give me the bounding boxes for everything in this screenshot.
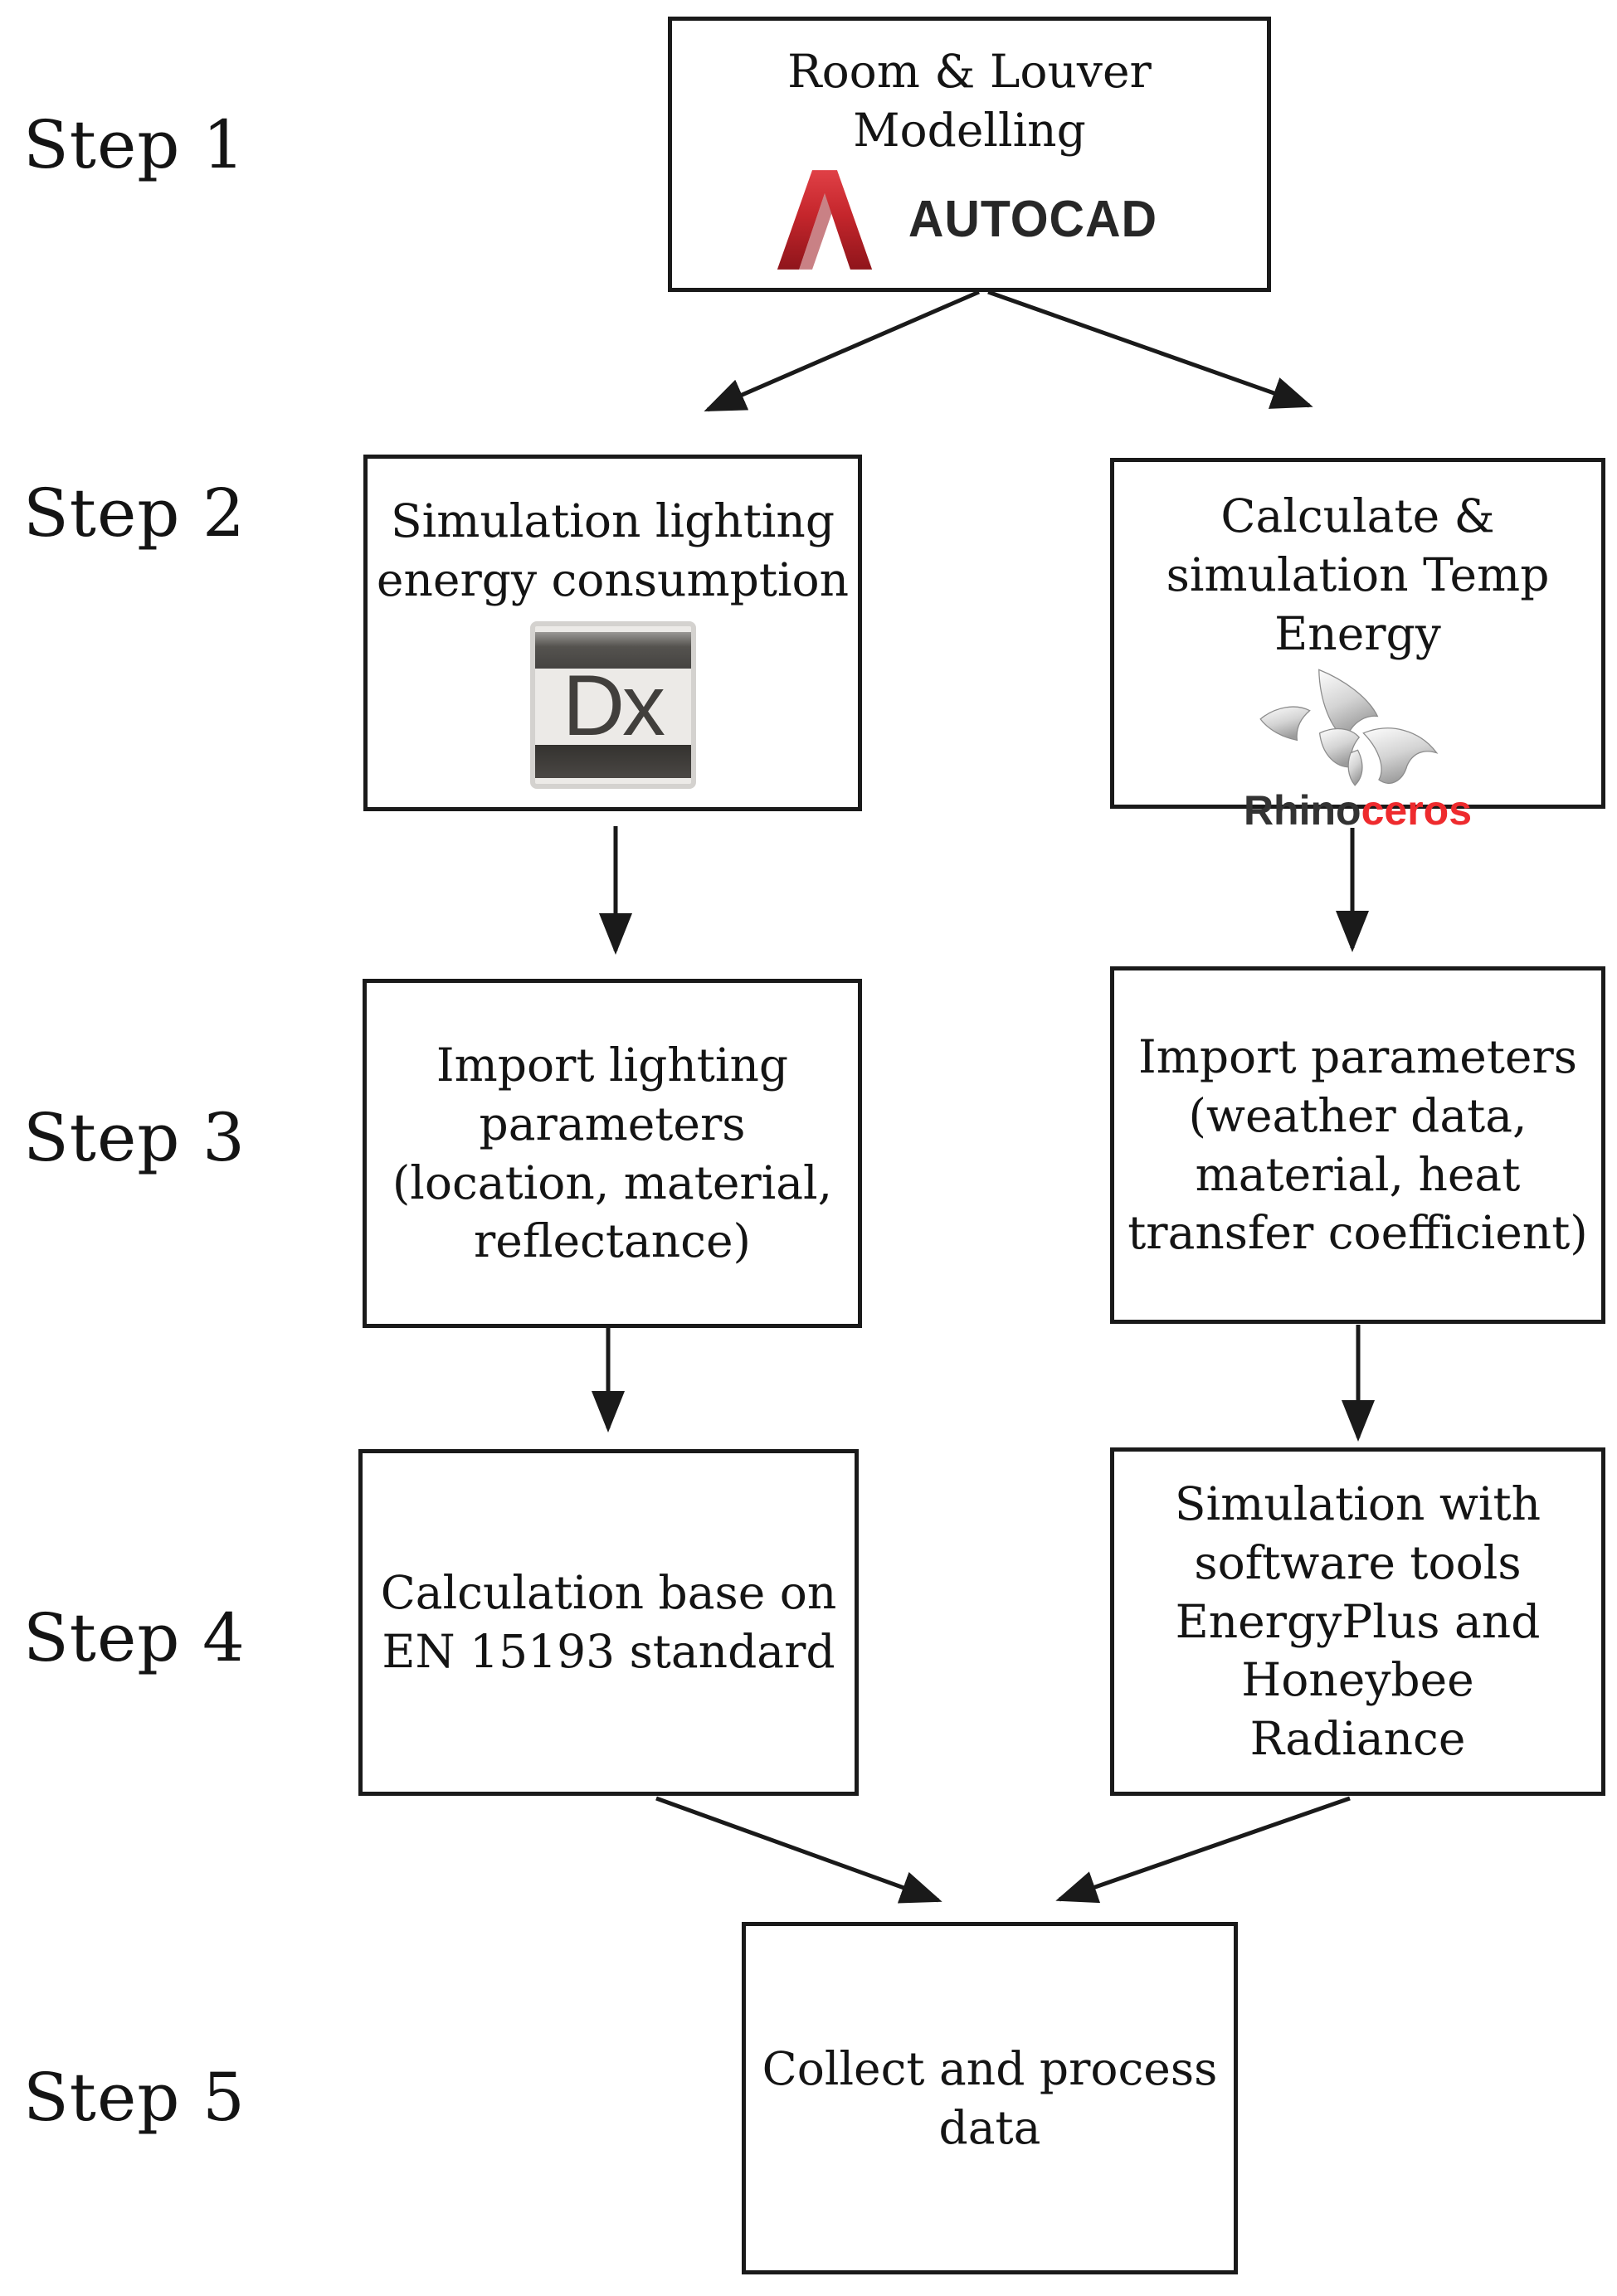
step4-left-box: Calculation base on EN 15193 standard [358, 1449, 859, 1796]
rhinoceros-word-dark: Rhino [1243, 786, 1361, 834]
step4-right-title: Simulation with software tools EnergyPlu… [1174, 1476, 1542, 1766]
step4-right-box: Simulation with software tools EnergyPlu… [1110, 1447, 1605, 1796]
step2-left-title: Simulation lighting energy consumption [376, 494, 850, 606]
step1-box: Room & Louver Modelling AUTOCAD [668, 17, 1271, 292]
step2-right-box: Calculate & simulation Temp Energy [1110, 458, 1605, 834]
arrow-step4-right-to-step5 [1055, 1796, 1351, 1904]
arrow-step4-left-to-step5 [655, 1796, 942, 1904]
autocad-a-icon [777, 169, 872, 270]
step1-title: Room & Louver Modelling [787, 45, 1152, 157]
step-3-label: Step 3 [23, 1099, 246, 1176]
step4-left-title: Calculation base on EN 15193 standard [380, 1566, 837, 1678]
rhinoceros-logo: Rhinoceros [1244, 665, 1472, 834]
step3-right-title: Import parameters (weather data, materia… [1128, 1029, 1588, 1260]
step5-box: Collect and process data [742, 1922, 1238, 2274]
step2-right-title: Calculate & simulation Temp Energy [1166, 489, 1550, 660]
rhino-icon [1259, 669, 1439, 786]
rhinoceros-word-red: ceros [1361, 786, 1473, 834]
step3-left-title: Import lighting parameters (location, ma… [392, 1038, 833, 1268]
step5-title: Collect and process data [762, 2041, 1218, 2154]
step-2-label: Step 2 [23, 474, 246, 552]
step-1-label: Step 1 [23, 106, 246, 183]
rhinoceros-wordmark: Rhinoceros [1244, 786, 1472, 834]
arrow-step1-to-step2-left [704, 289, 980, 412]
step2-left-box: Simulation lighting energy consumption D… [363, 455, 862, 811]
autocad-wordmark: AUTOCAD [908, 191, 1157, 249]
step3-right-box: Import parameters (weather data, materia… [1110, 966, 1605, 1324]
step-5-label: Step 5 [23, 2059, 246, 2136]
dialux-glyph: Dx [562, 658, 665, 755]
autocad-logo: AUTOCAD [776, 168, 1164, 271]
dialux-icon-bottom-band [534, 744, 691, 778]
dialux-icon-top-band [534, 631, 691, 669]
dialux-icon: Dx [529, 620, 696, 789]
arrow-step1-to-step2-right [987, 289, 1313, 409]
step3-left-box: Import lighting parameters (location, ma… [363, 979, 862, 1328]
step-4-label: Step 4 [23, 1599, 246, 1676]
